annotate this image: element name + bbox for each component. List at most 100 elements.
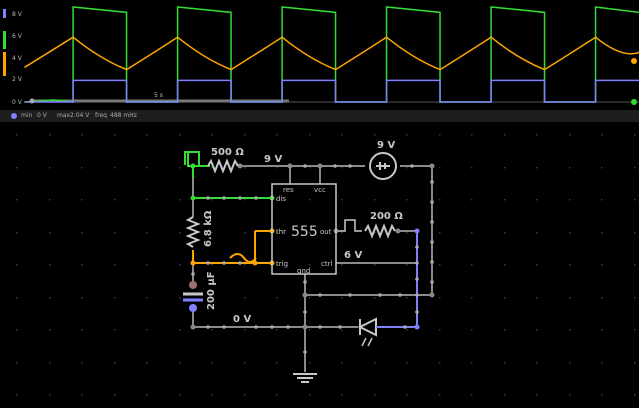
grid-dot	[16, 232, 18, 234]
grid-dot	[536, 394, 538, 396]
grid-dot	[536, 297, 538, 299]
grid-dot	[439, 134, 441, 136]
grid-dot	[374, 362, 376, 364]
grid-dot	[244, 134, 246, 136]
resistor-r2[interactable]	[188, 217, 198, 247]
grid-dot	[634, 362, 636, 364]
grid-dot	[569, 167, 571, 169]
min-label: min	[21, 110, 32, 122]
wire-dot	[254, 196, 258, 200]
capacitor-trace	[25, 37, 639, 69]
wire-dot	[238, 196, 242, 200]
grid-dot	[504, 329, 506, 331]
wire-dot	[303, 280, 307, 284]
grid-dot	[211, 362, 213, 364]
scope-graph[interactable]: 8 V 6 V 4 V 2 V 0 V 5 s	[0, 0, 639, 110]
grid-dot	[406, 232, 408, 234]
grid-dot	[211, 134, 213, 136]
grid-dot	[471, 264, 473, 266]
resistor-r1[interactable]	[208, 161, 238, 171]
grid-dot	[341, 199, 343, 201]
scope-start-dot[interactable]	[30, 99, 35, 104]
grid-dot	[341, 329, 343, 331]
grid-dot	[439, 199, 441, 201]
wire-dot	[430, 260, 434, 264]
led[interactable]	[360, 319, 395, 346]
scope-time-label: 5 s	[154, 92, 163, 99]
wire-dot	[191, 272, 195, 276]
resistor-r3[interactable]	[365, 226, 395, 236]
scope-panel[interactable]: 8 V 6 V 4 V 2 V 0 V 5 s	[0, 0, 639, 110]
voltage-source[interactable]	[370, 153, 396, 179]
grid-dot	[81, 264, 83, 266]
grid-dot	[374, 394, 376, 396]
grid-dot	[81, 362, 83, 364]
supply-label: 9 V	[377, 140, 395, 151]
grid-dot	[439, 264, 441, 266]
pin-ctrl-label: ctrl	[321, 260, 332, 268]
grid-dot	[244, 297, 246, 299]
wire-dot	[222, 261, 226, 265]
grid-dot	[406, 199, 408, 201]
grid-dot	[406, 394, 408, 396]
r3-label: 200 Ω	[370, 211, 403, 222]
wire-dot	[430, 240, 434, 244]
grid-dot	[114, 134, 116, 136]
grid-dot	[406, 167, 408, 169]
grid-dot	[634, 329, 636, 331]
grid-dot	[276, 362, 278, 364]
max-value: 2.04 V	[70, 110, 89, 122]
pin-res-label: res	[283, 186, 294, 194]
grid-dot	[601, 199, 603, 201]
grid-dot	[244, 362, 246, 364]
capacitor-color-swatch	[3, 31, 6, 49]
junction-dot	[238, 164, 243, 169]
wire-dot	[410, 164, 414, 168]
wire-dot	[206, 325, 210, 329]
grid-dot	[16, 394, 18, 396]
wire-dot	[430, 280, 434, 284]
grid-dot	[601, 297, 603, 299]
wire-dot	[430, 220, 434, 224]
wire-dot	[238, 261, 242, 265]
grid-dot	[536, 362, 538, 364]
wire-dot	[303, 350, 307, 354]
grid-dot	[244, 167, 246, 169]
timer-555-chip[interactable]: 555 res vcc dis thr out trig ctrl gnd	[272, 184, 336, 275]
junction-dot	[288, 164, 293, 169]
wire-dot	[348, 293, 352, 297]
grid-dot	[309, 297, 311, 299]
junction-dot	[430, 293, 435, 298]
grid-dot	[114, 167, 116, 169]
r2-label: 6.8 kΩ	[203, 210, 214, 247]
grid-dot	[244, 329, 246, 331]
circuit-canvas[interactable]: 500 Ω 6.8 kΩ 200 Ω 200 µF 9 V 9 V 6 V 0 …	[0, 122, 639, 404]
wire-dot	[415, 245, 419, 249]
capacitor[interactable]	[183, 281, 203, 312]
grid-dot	[81, 329, 83, 331]
grid-dot	[276, 134, 278, 136]
wire-dot	[206, 196, 210, 200]
grid-dot	[569, 264, 571, 266]
grid-dot	[601, 167, 603, 169]
grid-dot	[114, 394, 116, 396]
wire-dot	[318, 293, 322, 297]
grid-dot	[309, 199, 311, 201]
grid-dot	[439, 394, 441, 396]
grid-dot	[634, 199, 636, 201]
grid-dot	[179, 167, 181, 169]
grid-dot	[634, 232, 636, 234]
circuit-schematic[interactable]: 500 Ω 6.8 kΩ 200 Ω 200 µF 9 V 9 V 6 V 0 …	[0, 122, 639, 404]
node-0v-label: 0 V	[233, 314, 251, 325]
grid-dot	[341, 134, 343, 136]
grid-dot	[341, 362, 343, 364]
grid-dot	[114, 199, 116, 201]
grid-dot	[146, 362, 148, 364]
output-trace	[25, 7, 639, 102]
grid-dot	[179, 394, 181, 396]
junction-dot	[191, 196, 196, 201]
grid-dot	[179, 199, 181, 201]
grid-dot	[634, 394, 636, 396]
grid-dot	[536, 329, 538, 331]
junction-dot	[396, 229, 401, 234]
